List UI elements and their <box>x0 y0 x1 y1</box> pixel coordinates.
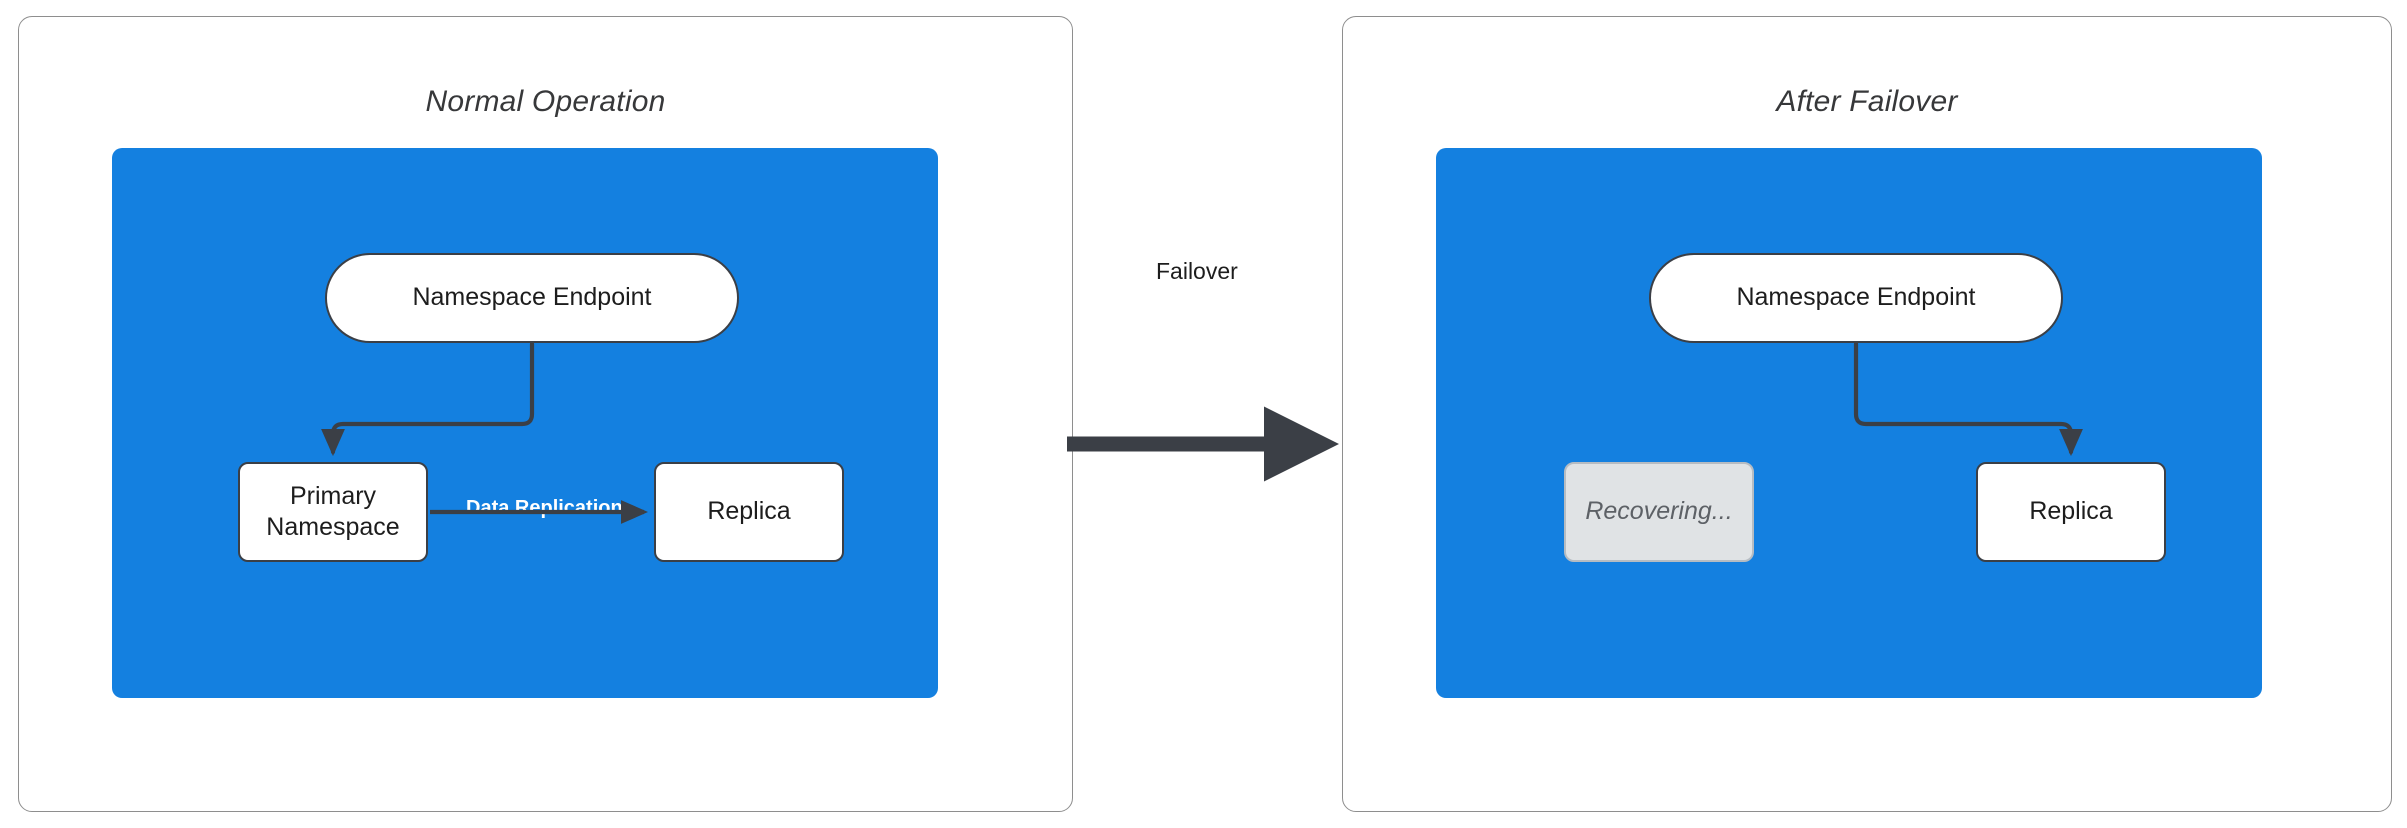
node-namespace-endpoint-right[interactable]: Namespace Endpoint <box>1649 253 2063 343</box>
edge-label-data-replication: Data Replication <box>462 497 627 520</box>
node-label-line1: Primary <box>289 481 377 510</box>
node-label: Namespace Endpoint <box>1736 283 1976 312</box>
region-normal-operation <box>112 148 938 698</box>
node-replica-right[interactable]: Replica <box>1976 462 2166 562</box>
node-label-line2: Namespace <box>266 513 400 541</box>
node-label: Replica <box>707 497 791 526</box>
node-replica-left[interactable]: Replica <box>654 462 844 562</box>
node-label: Replica <box>2029 497 2113 526</box>
panel-title-after-failover: After Failover <box>1776 85 1958 118</box>
node-namespace-endpoint-left[interactable]: Namespace Endpoint <box>325 253 739 343</box>
region-after-failover <box>1436 148 2262 698</box>
transition-label-failover: Failover <box>1156 258 1238 284</box>
node-primary-namespace[interactable]: Primary Namespace <box>238 462 428 562</box>
node-recovering[interactable]: Recovering... <box>1564 462 1754 562</box>
node-label: Recovering... <box>1585 497 1733 526</box>
node-label: Namespace Endpoint <box>412 283 652 312</box>
node-label: Primary Namespace <box>266 481 399 544</box>
panel-title-normal-operation: Normal Operation <box>425 85 666 118</box>
